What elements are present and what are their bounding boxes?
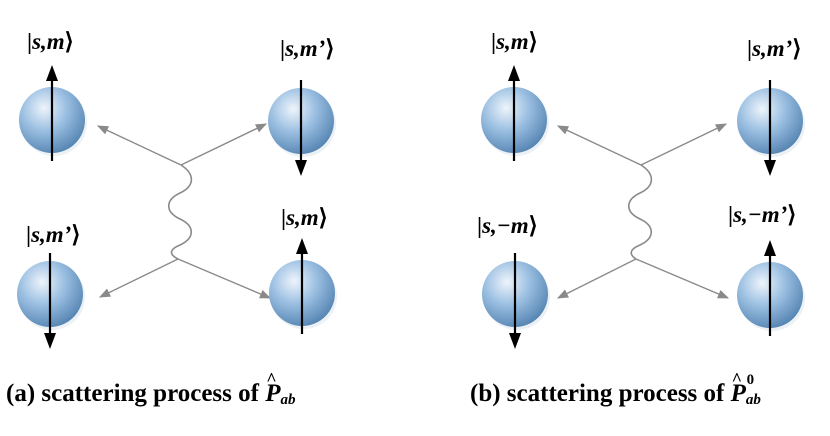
panel-a-ket-bottom-right: |s,m⟩ bbox=[281, 205, 328, 230]
spin-down-arrow-icon bbox=[509, 333, 521, 349]
panel-a-ket-top-right: |s,m’⟩ bbox=[280, 36, 335, 61]
panel-b-photon-wave bbox=[627, 164, 653, 260]
panel-b-ket-top-left: |s,m⟩ bbox=[491, 29, 538, 54]
spin-up-arrow-icon bbox=[764, 240, 776, 256]
spin-down-arrow-icon bbox=[295, 160, 307, 176]
panel-b-interaction bbox=[556, 123, 730, 299]
spin-up-arrow-icon bbox=[296, 238, 308, 254]
spin-up-arrow-icon bbox=[508, 65, 520, 81]
panel-a bbox=[17, 65, 337, 349]
panel-a-ket-top-left: |s,m⟩ bbox=[27, 29, 74, 54]
ket-label: s,m bbox=[496, 29, 529, 54]
panel-b-ket-top-right: |s,m’⟩ bbox=[747, 36, 802, 61]
panel-a-spin-top-left bbox=[19, 65, 87, 161]
panel-b-line-top-right bbox=[640, 123, 728, 166]
panel-a-spin-bottom-right bbox=[269, 238, 337, 334]
ket-label: s,m bbox=[32, 29, 65, 54]
panel-a-line-bottom-left bbox=[98, 258, 179, 298]
panel-a-line-top-left bbox=[96, 125, 182, 166]
panel-b-spin-bottom-right bbox=[737, 240, 805, 336]
panel-b-line-top-left bbox=[556, 125, 642, 166]
panel-b-spin-bottom-left bbox=[482, 253, 550, 349]
panel-a-caption: (a) scattering process of ^Pab bbox=[6, 370, 296, 408]
spin-down-arrow-icon bbox=[764, 160, 776, 176]
panel-a-spin-top-right bbox=[268, 80, 336, 176]
operator-letter: P bbox=[265, 380, 281, 407]
panel-b-ket-bottom-right: |s,−m’⟩ bbox=[728, 202, 797, 227]
panel-a-line-top-right bbox=[180, 123, 268, 166]
ket-label: s,m’ bbox=[752, 36, 793, 61]
ket-label: s,m bbox=[286, 205, 319, 230]
spin-down-arrow-icon bbox=[44, 333, 56, 349]
panel-a-line-bottom-right bbox=[177, 258, 272, 299]
operator-subscript: ab bbox=[745, 392, 761, 408]
ket-label: s,−m bbox=[482, 213, 529, 238]
operator-letter: P bbox=[730, 380, 746, 407]
panel-b bbox=[481, 65, 805, 349]
operator-subscript: ab bbox=[280, 392, 296, 408]
panel-a-spin-bottom-left bbox=[17, 253, 85, 349]
caption-text: (b) scattering process of bbox=[470, 380, 731, 407]
ket-label: s,m’ bbox=[31, 222, 72, 247]
panel-a-interaction bbox=[96, 123, 272, 299]
operator-superscript: 0 bbox=[746, 372, 755, 388]
panel-b-ket-bottom-left: |s,−m⟩ bbox=[477, 213, 538, 238]
panel-b-spin-top-left bbox=[481, 65, 549, 161]
hat-icon: ^ bbox=[266, 369, 277, 389]
ket-label: s,m’ bbox=[285, 36, 326, 61]
panel-a-photon-wave bbox=[167, 164, 193, 260]
caption-text: (a) scattering process of bbox=[6, 380, 266, 407]
panel-b-line-bottom-right bbox=[635, 258, 730, 299]
panel-b-spin-top-right bbox=[737, 80, 805, 176]
hat-icon: ^ bbox=[731, 369, 743, 389]
ket-label: s,−m’ bbox=[733, 202, 788, 227]
panel-b-line-bottom-left bbox=[556, 258, 637, 299]
spin-up-arrow-icon bbox=[46, 65, 58, 81]
operator-symbol: ^Pab bbox=[265, 370, 296, 408]
panel-a-ket-bottom-left: |s,m’⟩ bbox=[26, 222, 81, 247]
